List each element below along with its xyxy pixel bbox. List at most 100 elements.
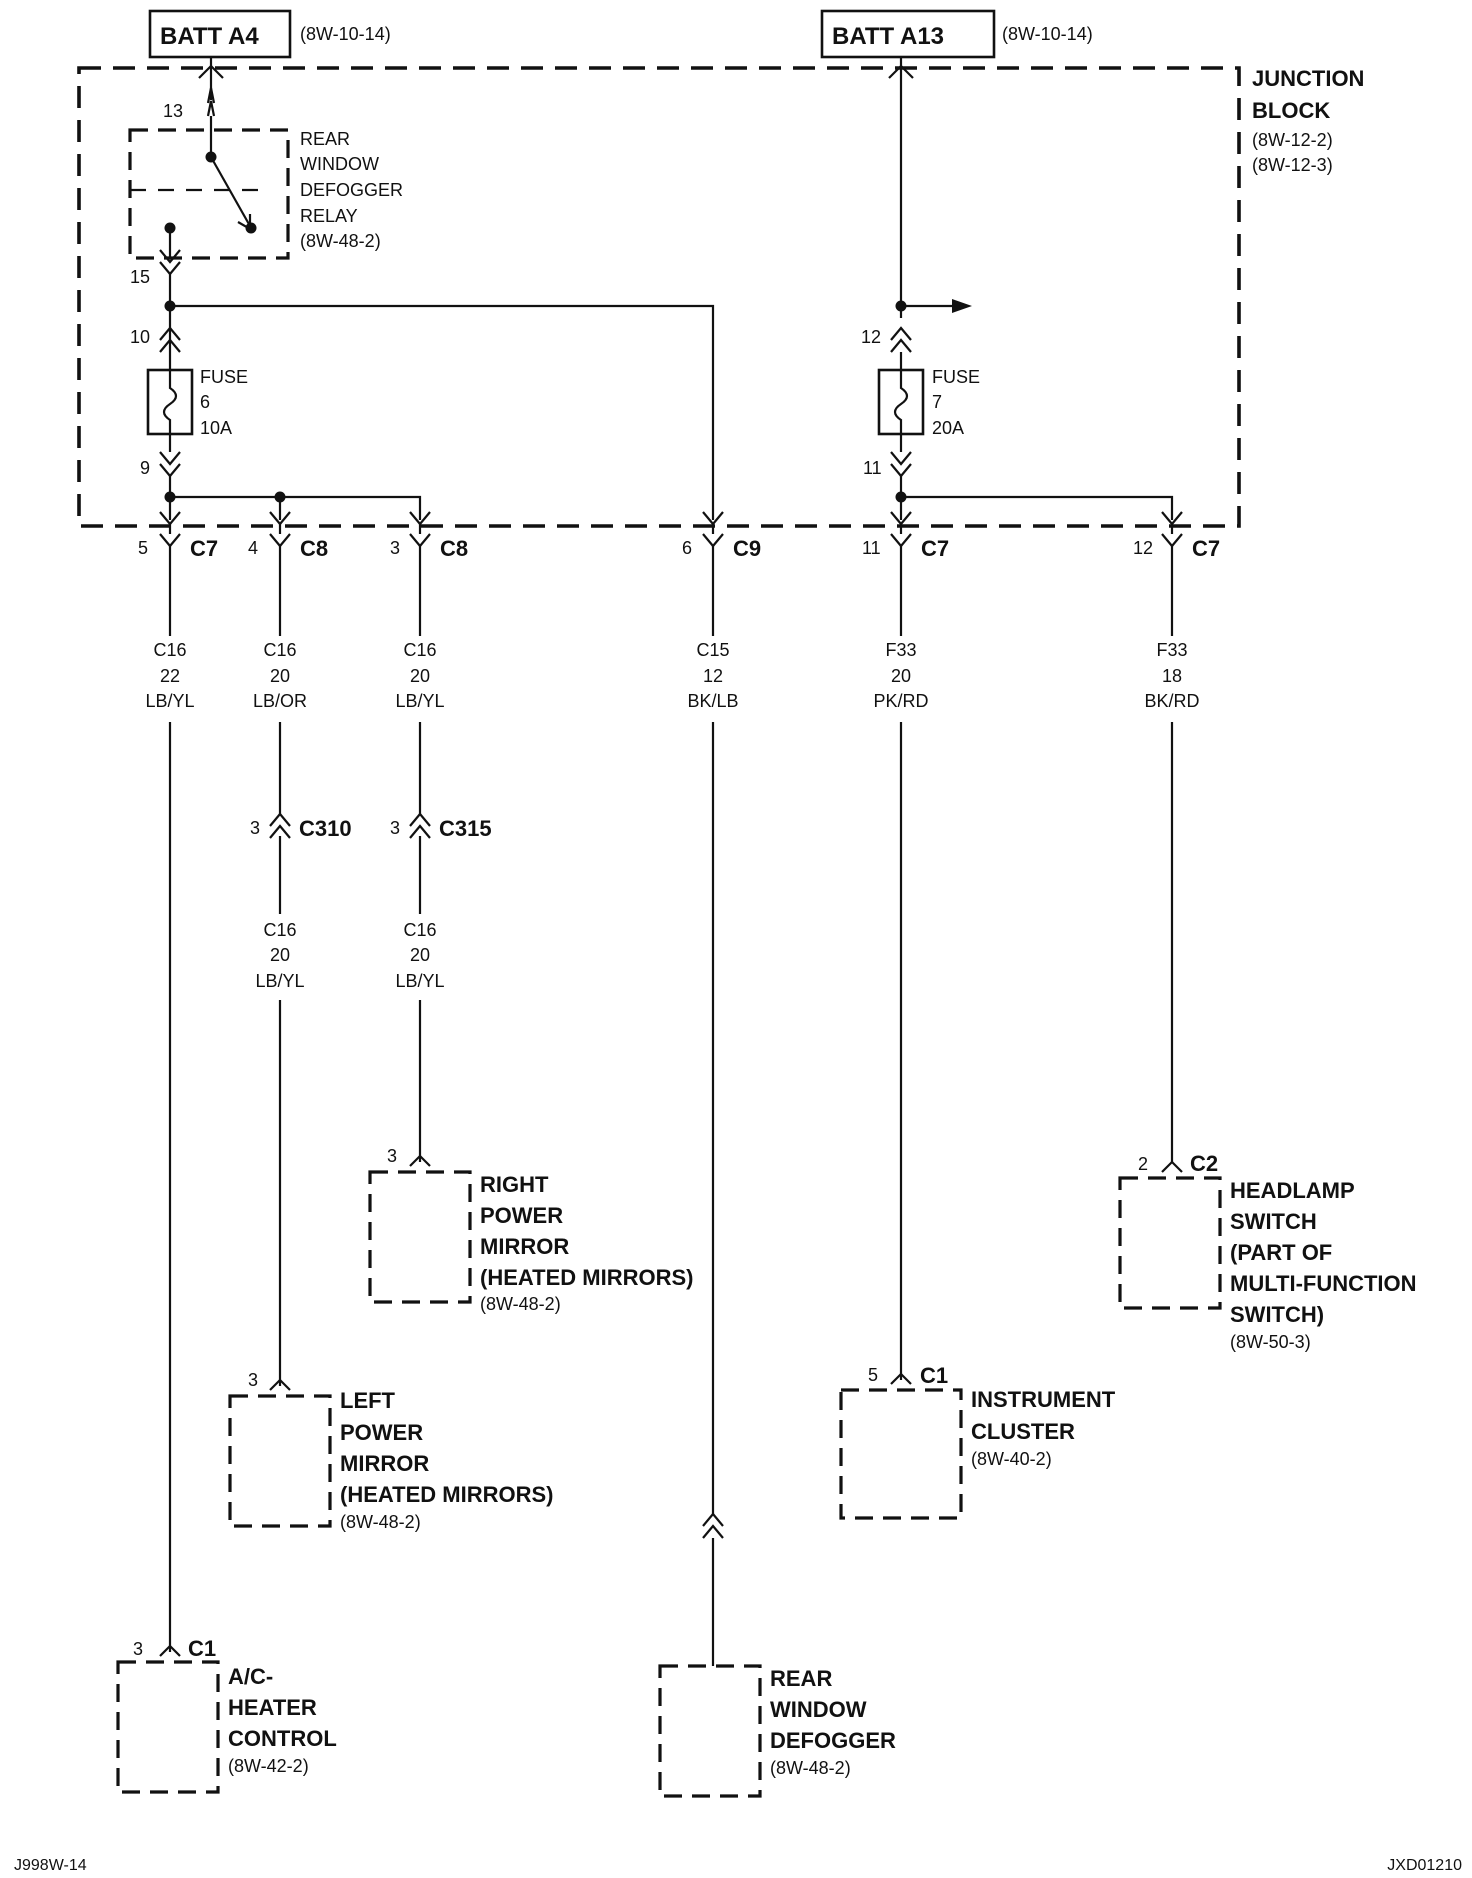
w2-color: LB/OR <box>253 691 307 711</box>
w6-gauge: 18 <box>1162 666 1182 686</box>
ac-heater-conn: C1 <box>188 1636 216 1661</box>
ac-heater-label-1: A/C- <box>228 1664 273 1689</box>
right-mirror-label-4: (HEATED MIRRORS) <box>480 1265 693 1290</box>
fuse-7-label-1: FUSE <box>932 367 980 387</box>
defogger-inline-connector <box>702 1512 724 1539</box>
left-mirror-pin: 3 <box>248 1370 258 1390</box>
right-mirror-ref: (8W-48-2) <box>480 1294 561 1314</box>
w4-gauge: 12 <box>703 666 723 686</box>
junction-block-title-2: BLOCK <box>1252 98 1330 123</box>
headlamp-label-5: SWITCH) <box>1230 1302 1324 1327</box>
c8b-pin: 3 <box>390 538 400 558</box>
footer-left-code: J998W-14 <box>14 1857 87 1874</box>
ac-heater-control: 3 C1 A/C- HEATER CONTROL (8W-42-2) <box>116 1636 337 1794</box>
relay-label-4: RELAY <box>300 206 358 226</box>
fuse-6: 10 9 FUSE 6 10A <box>130 318 248 520</box>
fuse-7: 12 11 FUSE 7 20A <box>861 326 980 520</box>
right-mirror-pin: 3 <box>387 1146 397 1166</box>
w2-circuit: C16 <box>263 640 296 660</box>
c7b-name: C7 <box>921 536 949 561</box>
w1-circuit: C16 <box>153 640 186 660</box>
right-power-mirror: 3 RIGHT POWER MIRROR (HEATED MIRRORS) (8… <box>368 1146 693 1314</box>
c8b-name: C8 <box>440 536 468 561</box>
headlamp-switch: 2 C2 HEADLAMP SWITCH (PART OF MULTI-FUNC… <box>1118 1151 1417 1352</box>
footer-right-code: JXD01210 <box>1387 1857 1462 1874</box>
defogger-label-1: REAR <box>770 1666 832 1691</box>
w5-gauge: 20 <box>891 666 911 686</box>
right-mirror-label-2: POWER <box>480 1203 563 1228</box>
w2b-gauge: 20 <box>270 945 290 965</box>
headlamp-label-4: MULTI-FUNCTION <box>1230 1271 1417 1296</box>
c310-pin: 3 <box>250 818 260 838</box>
inline-connector-c315: 3 C315 <box>390 812 492 841</box>
left-power-mirror: 3 LEFT POWER MIRROR (HEATED MIRRORS) (8W… <box>228 1370 553 1532</box>
headlamp-label-2: SWITCH <box>1230 1209 1317 1234</box>
headlamp-pin: 2 <box>1138 1154 1148 1174</box>
w3b-gauge: 20 <box>410 945 430 965</box>
headlamp-label-1: HEADLAMP <box>1230 1178 1355 1203</box>
rear-window-defogger: REAR WINDOW DEFOGGER (8W-48-2) <box>658 1664 896 1798</box>
cluster-label-1: INSTRUMENT <box>971 1387 1116 1412</box>
w2b-circuit: C16 <box>263 920 296 940</box>
junction-block: JUNCTION BLOCK (8W-12-2) (8W-12-3) <box>77 66 1364 528</box>
c315-pin: 3 <box>390 818 400 838</box>
fuse-6-label-1: FUSE <box>200 367 248 387</box>
rear-window-defogger-relay: 13 REAR WINDOW DEFOGGER RELAY (8W-48-2) <box>128 57 403 260</box>
batt-a4-label: BATT A4 <box>160 23 259 50</box>
headlamp-label-3: (PART OF <box>1230 1240 1332 1265</box>
w3b-circuit: C16 <box>403 920 436 940</box>
w4-color: BK/LB <box>687 691 738 711</box>
c8a-name: C8 <box>300 536 328 561</box>
c7b-pin: 11 <box>862 538 881 558</box>
ac-heater-ref: (8W-42-2) <box>228 1756 309 1776</box>
w1-color: LB/YL <box>145 691 194 711</box>
w3b-color: LB/YL <box>395 971 444 991</box>
c315-name: C315 <box>439 816 492 841</box>
left-mirror-label-4: (HEATED MIRRORS) <box>340 1482 553 1507</box>
batt-a4-ref: (8W-10-14) <box>300 24 391 44</box>
junction-block-title-1: JUNCTION <box>1252 66 1364 91</box>
fuse-7-label-3: 20A <box>932 418 964 438</box>
inline-connector-c310: 3 C310 <box>250 812 352 841</box>
right-mirror-label-3: MIRROR <box>480 1234 569 1259</box>
w1-gauge: 22 <box>160 666 180 686</box>
ac-heater-label-3: CONTROL <box>228 1726 337 1751</box>
wire-runs <box>168 546 1174 1666</box>
w3-color: LB/YL <box>395 691 444 711</box>
w6-color: BK/RD <box>1144 691 1199 711</box>
left-mirror-label-1: LEFT <box>340 1388 396 1413</box>
left-mirror-label-3: MIRROR <box>340 1451 429 1476</box>
defogger-label-2: WINDOW <box>770 1697 867 1722</box>
w4-circuit: C15 <box>696 640 729 660</box>
w3-gauge: 20 <box>410 666 430 686</box>
feed-arrow-right <box>952 299 972 313</box>
batt-a13-ref: (8W-10-14) <box>1002 24 1093 44</box>
relay-label-1: REAR <box>300 129 350 149</box>
cluster-conn: C1 <box>920 1363 948 1388</box>
relay-ref: (8W-48-2) <box>300 231 381 251</box>
instrument-cluster: 5 C1 INSTRUMENT CLUSTER (8W-40-2) <box>839 1363 1116 1520</box>
left-mirror-ref: (8W-48-2) <box>340 1512 421 1532</box>
defogger-ref: (8W-48-2) <box>770 1758 851 1778</box>
left-mirror-label-2: POWER <box>340 1420 423 1445</box>
fuse-7-pin-12: 12 <box>861 327 881 347</box>
c7a-name: C7 <box>190 536 218 561</box>
fuse-6-pin-9: 9 <box>140 458 150 478</box>
junction-block-ref-2: (8W-12-3) <box>1252 155 1333 175</box>
defogger-label-3: DEFOGGER <box>770 1728 896 1753</box>
headlamp-conn: C2 <box>1190 1151 1218 1176</box>
c310-name: C310 <box>299 816 352 841</box>
wire-to-c9 <box>170 304 715 520</box>
batt-a4-arrow <box>198 64 224 79</box>
relay-pin-13: 13 <box>163 101 183 121</box>
c7c-name: C7 <box>1192 536 1220 561</box>
junction-block-ref-1: (8W-12-2) <box>1252 130 1333 150</box>
fuse-6-label-3: 10A <box>200 418 232 438</box>
c8a-pin: 4 <box>248 538 258 558</box>
wire-labels: C16 22 LB/YL C16 20 LB/OR C16 20 LB/YL C… <box>145 640 1199 991</box>
relay-pin-15: 15 <box>130 267 150 287</box>
w2b-color: LB/YL <box>255 971 304 991</box>
fuse-6-label-2: 6 <box>200 392 210 412</box>
c9-name: C9 <box>733 536 761 561</box>
w5-color: PK/RD <box>873 691 928 711</box>
